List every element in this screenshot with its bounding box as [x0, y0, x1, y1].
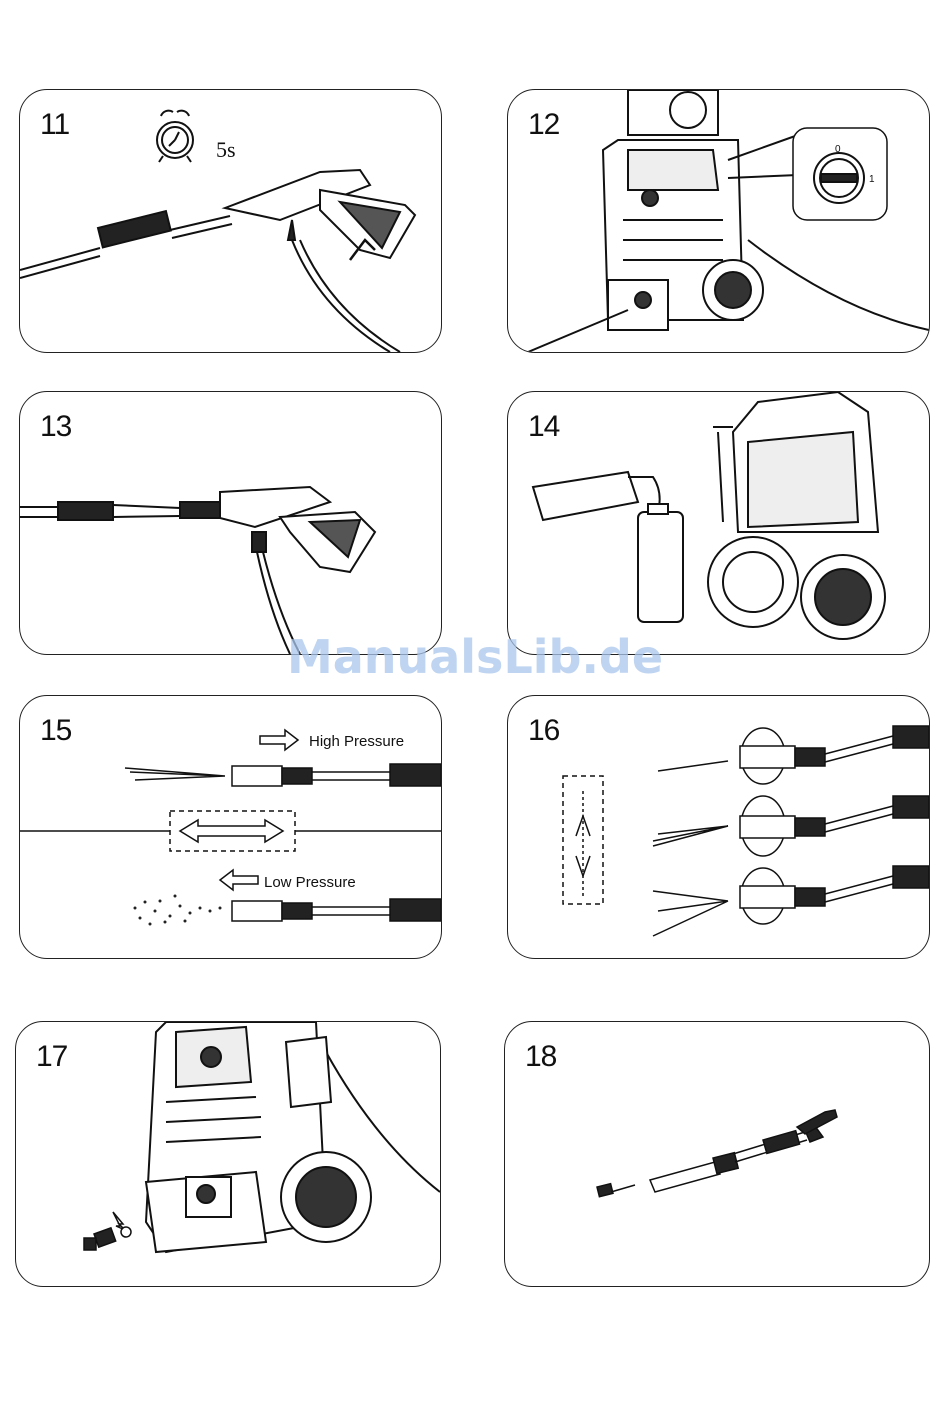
panel-16: 16 — [507, 695, 930, 959]
dial-off-label: 0 — [835, 144, 841, 155]
panel-17: 17 — [15, 1021, 441, 1287]
spray-gun-lock-illustration — [20, 392, 441, 654]
spray-gun-trigger-illustration: 5s — [20, 90, 441, 352]
nozzle-adjust-illustration — [508, 696, 929, 958]
nozzle-pressure-illustration: High Pressure Low Pressure — [20, 696, 441, 958]
panel-14: 14 — [507, 391, 930, 655]
water-inlet-connector-illustration — [16, 1022, 440, 1286]
pressure-washer-switch-illustration: 0 1 — [508, 90, 929, 352]
double-arrow-icon — [180, 820, 283, 842]
dial-on-label: 1 — [869, 174, 875, 185]
arrow-right-icon — [260, 730, 298, 750]
alarm-clock-icon — [157, 111, 193, 162]
panel-11: 11 5s — [19, 89, 442, 353]
arrow-left-icon — [220, 870, 258, 890]
low-pressure-label: Low Pressure — [264, 874, 356, 891]
panel-18: 18 — [504, 1021, 930, 1287]
timer-label: 5s — [216, 137, 236, 162]
high-pressure-label: High Pressure — [309, 733, 404, 750]
detergent-bottle-illustration — [508, 392, 929, 654]
lance-nozzle-illustration — [505, 1022, 929, 1286]
panel-13: 13 — [19, 391, 442, 655]
panel-12: 12 0 1 — [507, 89, 930, 353]
panel-15: 15 High Pressure Low Pressure — [19, 695, 442, 959]
